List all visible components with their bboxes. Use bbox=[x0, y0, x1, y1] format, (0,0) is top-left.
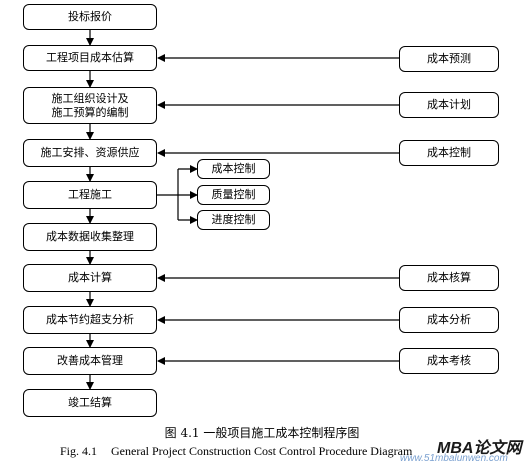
step-bid-box: 投标报价 bbox=[23, 4, 157, 30]
watermark-logo: MBA论文网 bbox=[437, 440, 522, 457]
figure-caption-chinese: 图 4.1 一般项目施工成本控制程序图 bbox=[164, 426, 360, 440]
step-estimate-box: 工程项目成本估算 bbox=[23, 45, 157, 71]
sub-quality-control-box: 质量控制 bbox=[197, 185, 270, 205]
cost-control-box: 成本控制 bbox=[399, 140, 499, 166]
sub-cost-control-box: 成本控制 bbox=[197, 159, 270, 179]
step-calc-box: 成本计算 bbox=[23, 264, 157, 292]
cost-forecast-box: 成本预测 bbox=[399, 46, 499, 72]
step-design-box: 施工组织设计及 施工预算的编制 bbox=[23, 87, 157, 124]
step-collect-box: 成本数据收集整理 bbox=[23, 223, 157, 251]
step-saving-box: 成本节约超支分析 bbox=[23, 306, 157, 334]
sub-progress-control-box: 进度控制 bbox=[197, 210, 270, 230]
cost-accounting-box: 成本核算 bbox=[399, 265, 499, 291]
step-settle-box: 竣工结算 bbox=[23, 389, 157, 417]
step-construction-box: 工程施工 bbox=[23, 181, 157, 209]
watermark-url: www.51mbalunwen.com bbox=[400, 453, 508, 464]
cost-plan-box: 成本计划 bbox=[399, 92, 499, 118]
figure-number: Fig. 4.1 bbox=[60, 444, 98, 458]
cost-assessment-box: 成本考核 bbox=[399, 348, 499, 374]
figure-title-english: General Project Construction Cost Contro… bbox=[111, 444, 413, 458]
step-arrange-box: 施工安排、资源供应 bbox=[23, 139, 157, 167]
figure-caption-english: Fig. 4.1 General Project Construction Cos… bbox=[60, 444, 412, 459]
step-improve-box: 改善成本管理 bbox=[23, 347, 157, 375]
flowchart-connectors bbox=[86, 30, 399, 390]
cost-analysis-box: 成本分析 bbox=[399, 307, 499, 333]
